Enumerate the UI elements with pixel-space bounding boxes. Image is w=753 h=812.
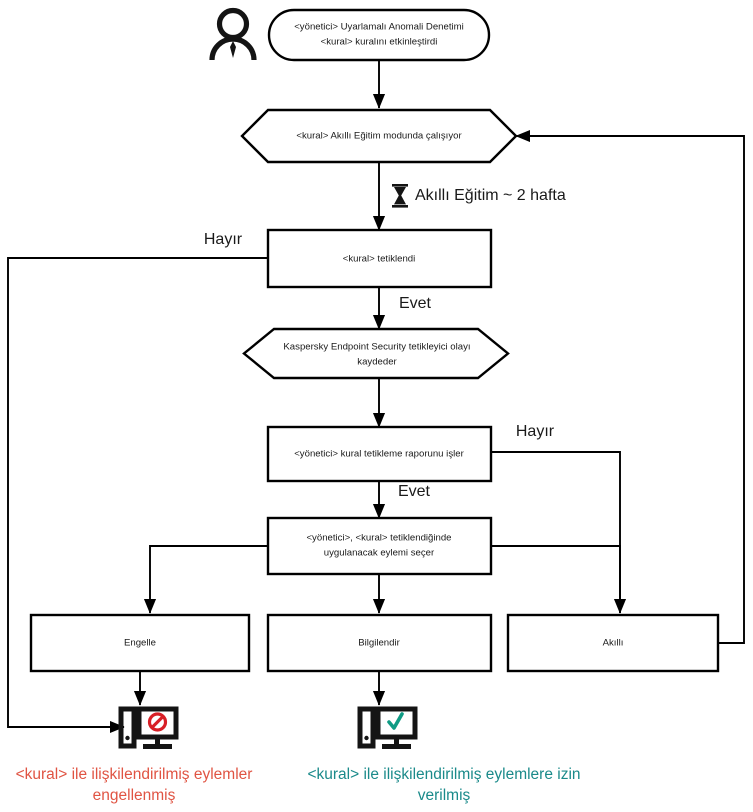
- node-start[interactable]: <yönetici> Uyarlamalı Anomali Denetimi <…: [267, 8, 491, 62]
- caption-blocked: <kural> ile ilişkilendirilmiş eylemler e…: [16, 766, 253, 804]
- node-admin-selects-action[interactable]: <yönetici>, <kural> tetiklendiğinde uygu…: [266, 516, 493, 576]
- node-rule-triggered-label: <kural> tetiklendi: [343, 254, 416, 265]
- node-smart-training[interactable]: <kural> Akıllı Eğitim modunda çalışıyor: [240, 108, 518, 164]
- caption-blocked-line1: <kural> ile ilişkilendirilmiş eylemler: [16, 766, 253, 783]
- edge-rule-no-to-blocked: [7, 257, 268, 734]
- person-icon: [209, 7, 257, 61]
- edge-label-rule-no: Hayır: [204, 231, 243, 248]
- edge-report-no-to-smart: [491, 451, 627, 614]
- hourglass-icon: [392, 184, 408, 208]
- edge-select-to-block: [143, 545, 268, 614]
- caption-allowed: <kural> ile ilişkilendirilmiş eylemlere …: [307, 766, 580, 804]
- edge-label-report-no: Hayır: [516, 423, 555, 440]
- edge-smart-back-to-training: [515, 129, 745, 644]
- training-duration-annotation: Akıllı Eğitim ~ 2 hafta: [392, 184, 566, 208]
- node-admin-processes-report[interactable]: <yönetici> kural tetikleme raporunu işle…: [266, 425, 493, 483]
- node-start-line1: <yönetici> Uyarlamalı Anomali Denetimi: [294, 22, 464, 33]
- node-admin-report-label: <yönetici> kural tetikleme raporunu işle…: [294, 449, 464, 460]
- edge-label-report-yes: Evet: [398, 483, 431, 500]
- node-kes-logs-event[interactable]: Kaspersky Endpoint Security tetikleyici …: [242, 327, 510, 380]
- computer-blocked-icon: [118, 706, 179, 749]
- node-action-inform[interactable]: Bilgilendir: [266, 613, 493, 673]
- caption-allowed-line1: <kural> ile ilişkilendirilmiş eylemlere …: [307, 766, 580, 783]
- node-rule-triggered[interactable]: <kural> tetiklendi: [266, 228, 493, 289]
- node-kes-line1: Kaspersky Endpoint Security tetikleyici …: [283, 342, 470, 353]
- node-smart-training-label: <kural> Akıllı Eğitim modunda çalışıyor: [296, 131, 462, 142]
- edge-select-to-smart: [491, 545, 621, 613]
- node-select-action-line2: uygulanacak eylemi seçer: [324, 548, 435, 559]
- node-start-line2: <kural> kuralını etkinleştirdi: [321, 37, 438, 48]
- training-duration-label: Akıllı Eğitim ~ 2 hafta: [415, 187, 566, 204]
- edge-label-rule-yes: Evet: [399, 295, 432, 312]
- node-action-smart[interactable]: Akıllı: [506, 613, 720, 673]
- node-select-action-line1: <yönetici>, <kural> tetiklendiğinde: [306, 533, 451, 544]
- node-action-inform-label: Bilgilendir: [358, 638, 400, 649]
- caption-blocked-line2: engellenmiş: [93, 787, 176, 804]
- caption-allowed-line2: verilmiş: [418, 787, 471, 804]
- node-action-block[interactable]: Engelle: [29, 613, 251, 673]
- connector-layer: [7, 60, 745, 734]
- computer-allowed-icon: [357, 706, 418, 749]
- node-kes-line2: kaydeder: [357, 357, 397, 368]
- node-action-smart-label: Akıllı: [603, 638, 624, 649]
- node-action-block-label: Engelle: [124, 638, 156, 649]
